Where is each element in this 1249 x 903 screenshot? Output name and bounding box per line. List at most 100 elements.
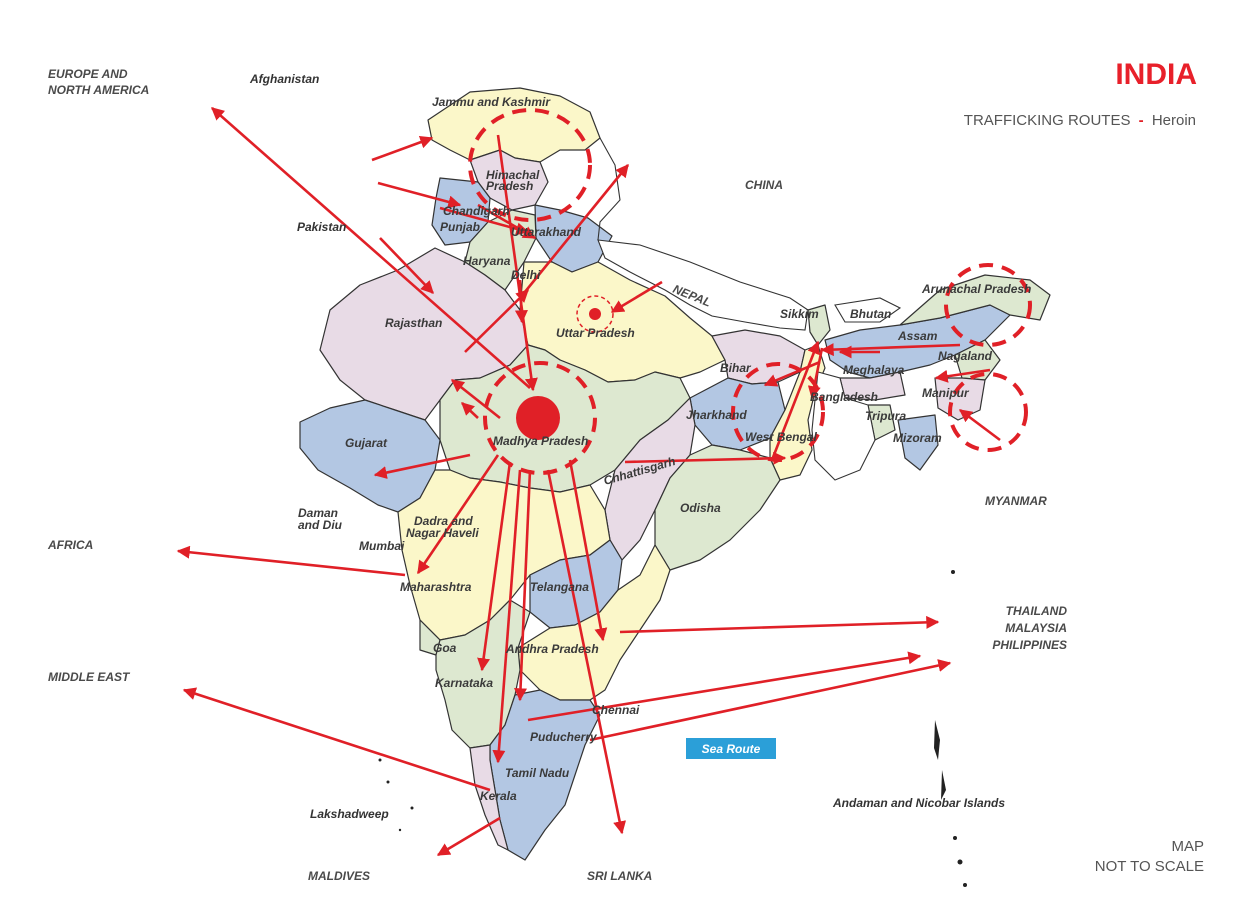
- label-meghalaya: Meghalaya: [843, 363, 905, 377]
- route-arrow: [958, 408, 1001, 442]
- route-arrow: [527, 651, 922, 722]
- lakshadweep-island: [386, 780, 390, 784]
- state-jammu-kashmir: [427, 87, 601, 163]
- route-arrow: [461, 402, 479, 419]
- label-himachal-1: Himachal: [486, 168, 540, 182]
- label-bihar: Bihar: [720, 361, 752, 375]
- sea-route-background: [686, 738, 776, 759]
- label-bangladesh: Bangladesh: [810, 390, 878, 404]
- subtitle-drug: Heroin: [1152, 112, 1196, 129]
- label-malaysia: MALAYSIA: [1005, 621, 1067, 635]
- hotspot-uttar-pradesh-ring: [576, 295, 614, 333]
- route-arrow: [514, 279, 528, 324]
- label-mizoram: Mizoram: [893, 431, 942, 445]
- route-arrow: [568, 459, 608, 642]
- label-west-bengal: West Bengal: [745, 430, 817, 444]
- route-arrow: [492, 469, 522, 764]
- label-thailand: THAILAND: [1006, 604, 1068, 618]
- label-sri-lanka: SRI LANKA: [587, 869, 652, 883]
- lakshadweep-island: [378, 758, 382, 762]
- route-arrow: [496, 134, 538, 392]
- label-lakshadweep: Lakshadweep: [310, 807, 389, 821]
- route-arrow: [770, 340, 820, 461]
- label-maldives: MALDIVES: [308, 869, 370, 883]
- label-europe-2: NORTH AMERICA: [48, 83, 149, 97]
- state-mizoram: [897, 414, 939, 471]
- route-arrow: [610, 280, 663, 314]
- label-delhi: Delhi: [511, 268, 541, 282]
- label-bhutan: Bhutan: [850, 307, 891, 321]
- state-bihar: [711, 329, 806, 385]
- label-chennai: Chennai: [592, 703, 640, 717]
- andaman-island: [941, 770, 946, 800]
- subtitle-main: TRAFFICKING ROUTES: [964, 112, 1131, 129]
- route-arrow: [416, 454, 500, 575]
- route-arrow: [477, 461, 512, 672]
- hotspot-jammu-kashmir: [468, 108, 592, 222]
- label-andaman: Andaman and Nicobar Islands: [832, 796, 1005, 810]
- route-arrow: [934, 368, 991, 383]
- label-afghanistan: Afghanistan: [249, 72, 319, 86]
- label-mumbai: Mumbai: [359, 539, 405, 553]
- route-arrow: [450, 378, 501, 420]
- label-odisha: Odisha: [680, 501, 721, 515]
- label-sikkim: Sikkim: [780, 307, 819, 321]
- label-africa: AFRICA: [47, 538, 93, 552]
- route-arrow: [377, 181, 462, 209]
- label-daman-2: and Diu: [298, 518, 343, 532]
- route-arrow: [807, 347, 824, 400]
- lakshadweep-island: [398, 828, 402, 832]
- label-daman-1: Daman: [298, 506, 338, 520]
- state-andhra: [517, 544, 671, 701]
- route-arrow: [371, 135, 434, 162]
- label-dadra-2: Nagar Haveli: [406, 526, 479, 540]
- route-arrow: [439, 206, 530, 236]
- bhutan-shape: [834, 297, 902, 323]
- label-myanmar: MYANMAR: [985, 494, 1047, 508]
- nicobar-island: [963, 883, 967, 887]
- label-arunachal: Arunachal Pradesh: [921, 282, 1031, 296]
- label-punjab: Punjab: [440, 220, 480, 234]
- route-arrow: [464, 289, 529, 353]
- label-maharashtra: Maharashtra: [400, 580, 472, 594]
- china-border: [597, 137, 621, 241]
- route-arrow: [624, 451, 787, 465]
- island-marks: [378, 570, 967, 887]
- label-haryana: Haryana: [463, 254, 511, 268]
- state-odisha: [654, 444, 781, 571]
- route-arrow: [373, 453, 471, 479]
- sea-route-label: Sea Route: [702, 742, 761, 756]
- label-dadra-1: Dadra and: [414, 514, 473, 528]
- label-assam: Assam: [897, 329, 938, 343]
- label-nagaland: Nagaland: [938, 349, 993, 363]
- sea-route-badge: Sea Route: [686, 738, 776, 759]
- label-uttar-pradesh: Uttar Pradesh: [556, 326, 635, 340]
- label-middle-east: MIDDLE EAST: [48, 670, 131, 684]
- map-title: INDIA: [1115, 58, 1197, 91]
- hotspot-manipur: [948, 372, 1028, 452]
- label-tripura: Tripura: [865, 409, 906, 423]
- label-gujarat: Gujarat: [345, 436, 388, 450]
- hotspot-arunachal: [944, 263, 1032, 347]
- state-sikkim: [807, 304, 831, 346]
- label-puducherry: Puducherry: [530, 730, 598, 744]
- label-goa: Goa: [433, 641, 457, 655]
- label-china: CHINA: [745, 178, 783, 192]
- neighbour-outlines: [597, 239, 902, 481]
- route-arrow: [176, 545, 406, 577]
- state-arunachal: [899, 274, 1051, 326]
- route-arrow: [546, 469, 627, 835]
- route-arrow: [589, 659, 952, 742]
- label-chandigarh: Chandigarh: [443, 204, 510, 218]
- routes: [176, 107, 1001, 857]
- label-kerala: Kerala: [480, 789, 517, 803]
- label-jharkhand: Jharkhand: [686, 408, 747, 422]
- route-arrow: [820, 343, 961, 357]
- route-arrow: [436, 816, 501, 857]
- label-europe-1: EUROPE AND: [48, 67, 128, 81]
- route-arrow: [379, 237, 434, 294]
- label-himachal-2: Pradesh: [486, 179, 533, 193]
- route-arrow: [182, 687, 491, 792]
